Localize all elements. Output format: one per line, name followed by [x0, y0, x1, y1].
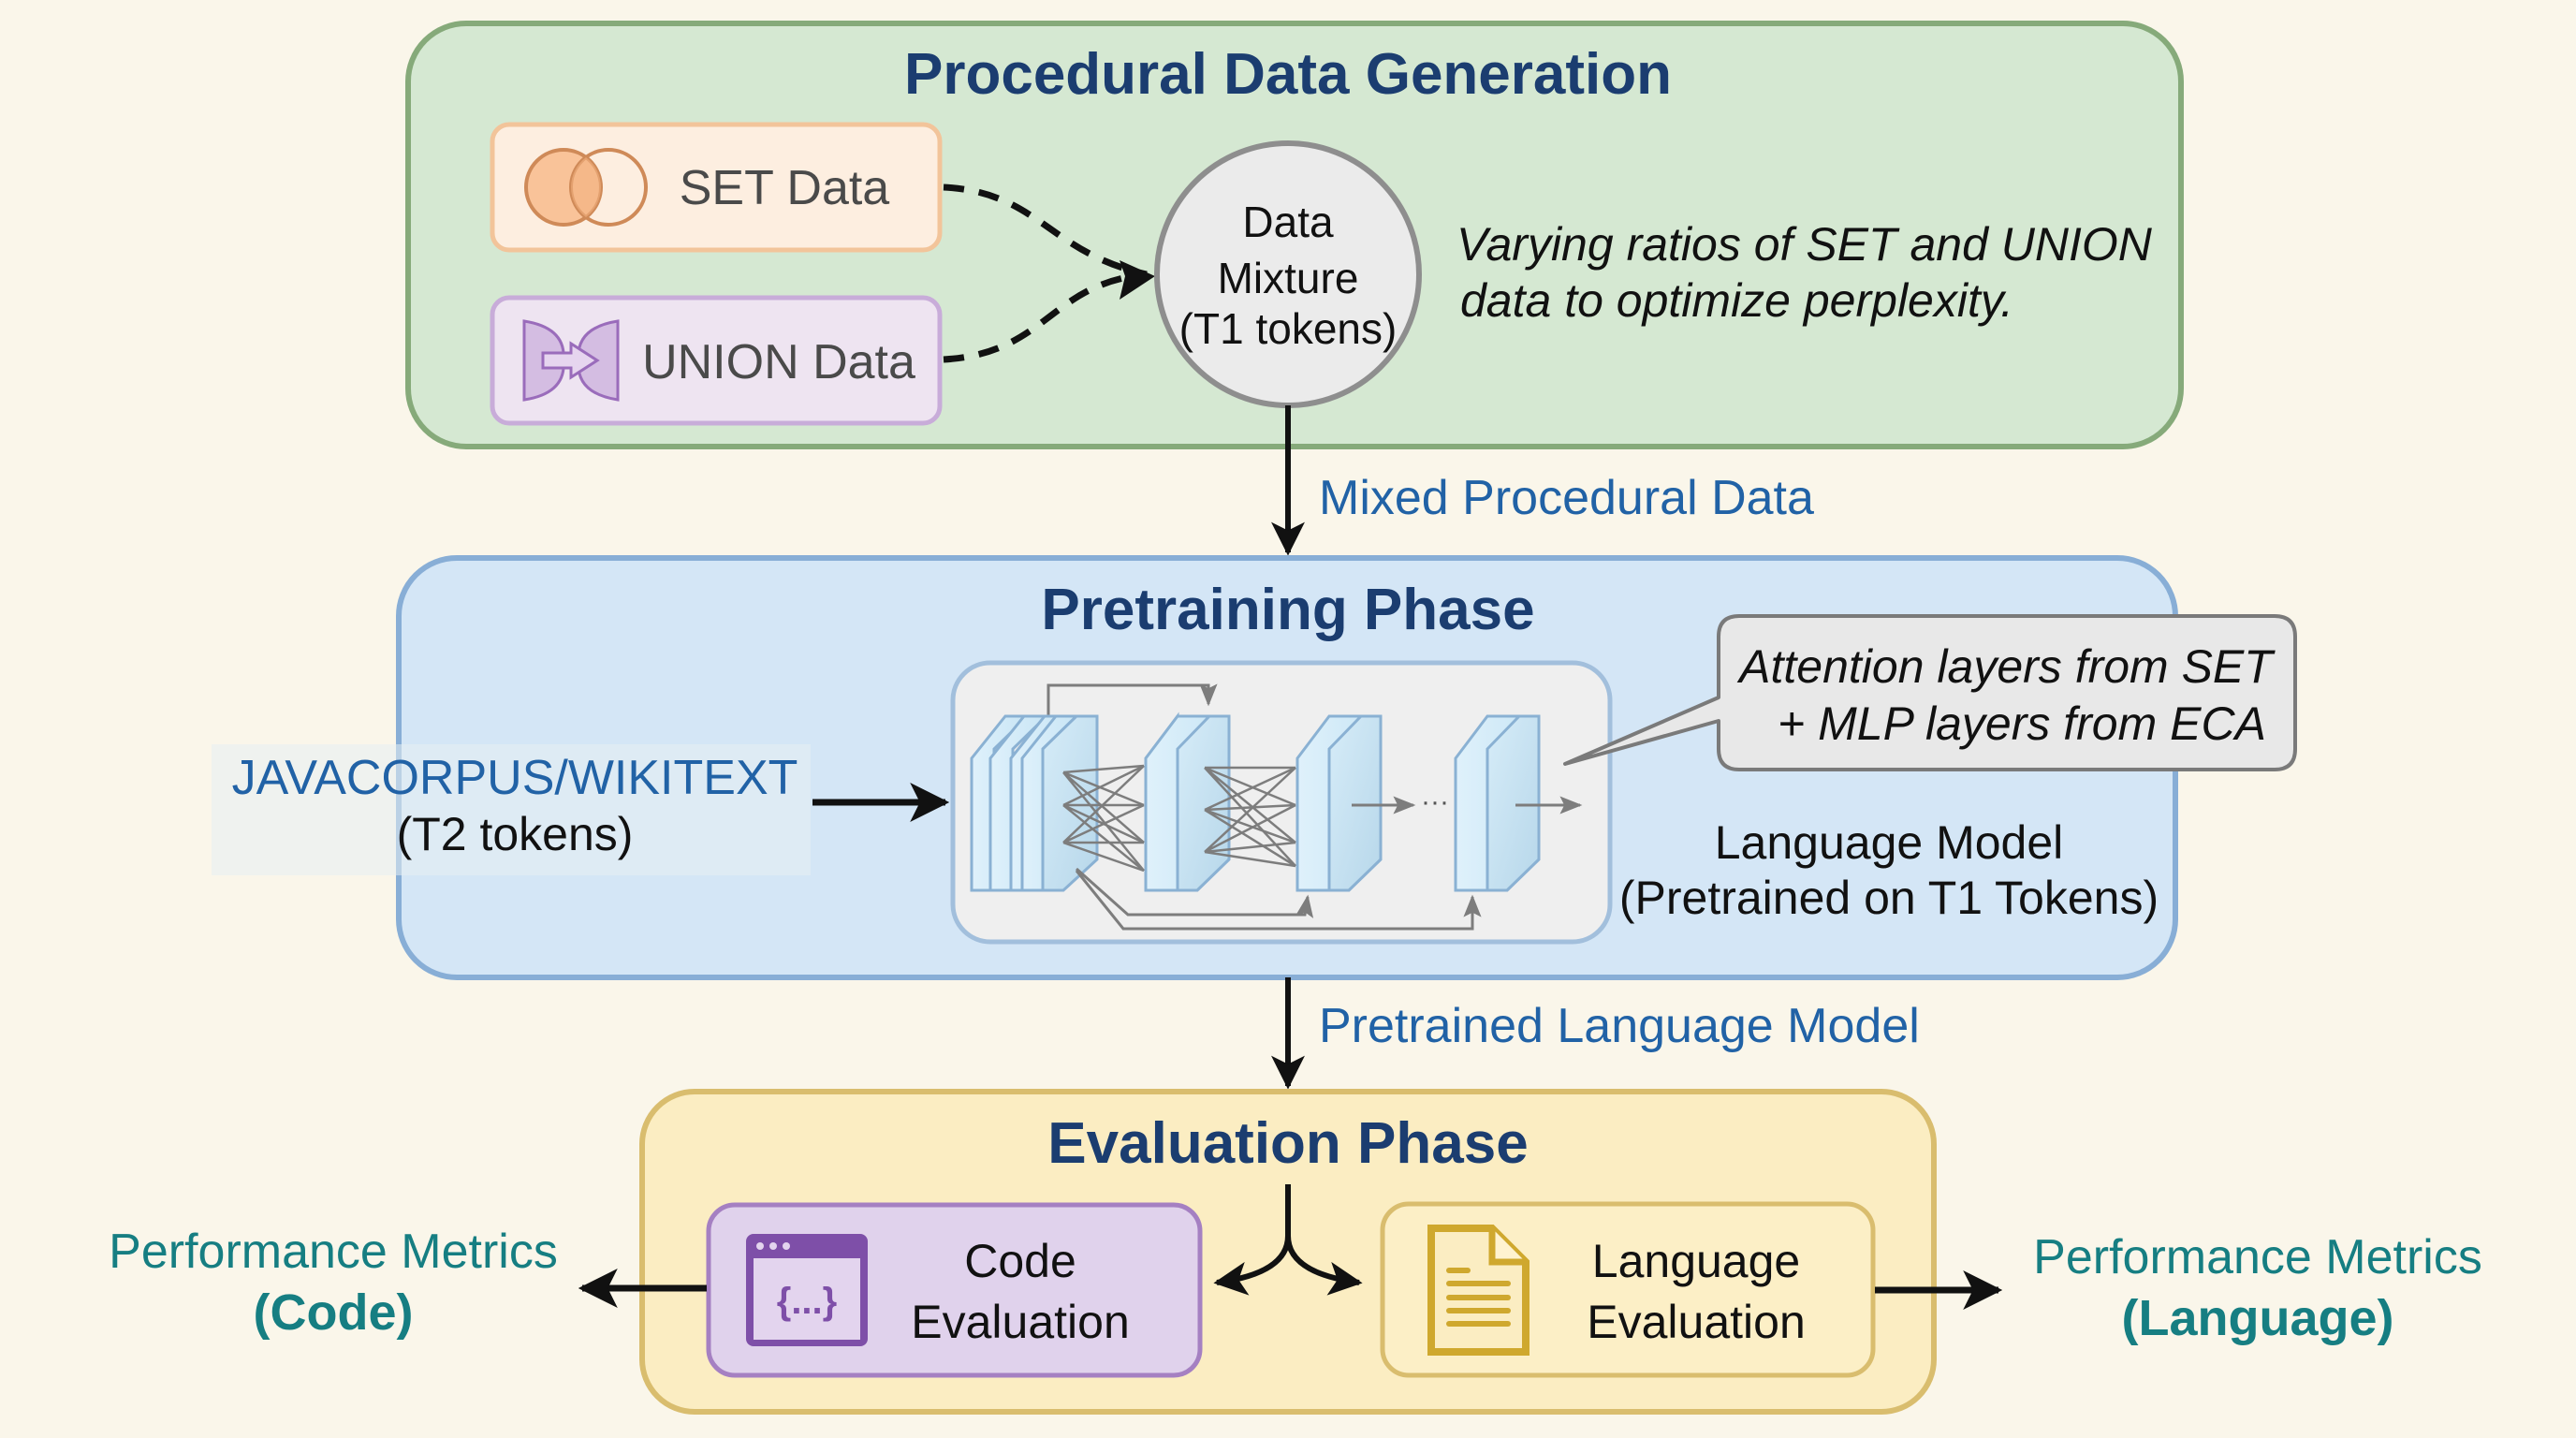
code-icon-glyph: {...} — [777, 1281, 837, 1322]
procedural-data-generation-section: Procedural Data Generation SET Data UNIO… — [405, 21, 2184, 449]
pretraining-section-title: Pretraining Phase — [1041, 578, 1534, 642]
data-mixture-node[interactable]: Data Mixture (T1 tokens) — [1154, 140, 1422, 408]
mixture-line-1: Data — [1242, 198, 1334, 246]
mixture-note-line-2: data to optimize perplexity. — [1460, 274, 2013, 327]
code-evaluation-line-1: Code — [964, 1235, 1076, 1287]
dense-connections-1 — [1062, 764, 1145, 873]
attention-mlp-callout: Attention layers from SET + MLP layers f… — [1563, 614, 2297, 771]
code-metrics-sublabel: (Code) — [254, 1284, 414, 1341]
layer-ellipsis: ··· — [1421, 786, 1449, 817]
input-corpus-label: JAVACORPUS/WIKITEXT — [232, 751, 798, 805]
skip-connection-top — [1046, 683, 1218, 716]
split-to-language-arrow — [1285, 1235, 1363, 1296]
code-evaluation-box[interactable]: {...} Code Evaluation — [706, 1202, 1203, 1378]
layer-3 — [1295, 714, 1383, 892]
mixture-line-2: Mixture — [1218, 254, 1359, 302]
procedural-section-title: Procedural Data Generation — [904, 42, 1672, 107]
skip-connection-bottom-1 — [1076, 867, 1314, 918]
set-data-label: SET Data — [680, 161, 890, 215]
callout-line-1: Attention layers from SET — [1736, 640, 2276, 693]
mixture-arrowhead — [1120, 260, 1155, 300]
code-evaluation-line-2: Evaluation — [911, 1296, 1130, 1348]
set-data-box[interactable]: SET Data — [490, 122, 943, 253]
dense-connections-2 — [1204, 766, 1296, 868]
language-evaluation-box[interactable]: Language Evaluation — [1380, 1201, 1876, 1378]
code-window-icon: {...} — [746, 1234, 868, 1346]
pretrained-language-model-label: Pretrained Language Model — [1319, 999, 1920, 1053]
language-model-sublabel: (Pretrained on T1 Tokens) — [1619, 872, 2159, 924]
language-model-box[interactable]: ··· — [950, 660, 1613, 945]
language-evaluation-line-1: Language — [1592, 1235, 1800, 1287]
evaluation-phase-section: Evaluation Phase {...} Code Evaluation — [578, 1089, 2003, 1415]
mixed-procedural-data-label: Mixed Procedural Data — [1319, 471, 1814, 525]
language-model-label: Language Model — [1715, 816, 2064, 869]
evaluation-section-title: Evaluation Phase — [1047, 1111, 1528, 1176]
venn-diagram-icon — [524, 148, 648, 227]
code-metrics-label: Performance Metrics — [109, 1225, 558, 1279]
document-icon — [1427, 1225, 1530, 1356]
mixture-note-line-1: Varying ratios of SET and UNION — [1456, 218, 2153, 271]
skip-connection-bottom-2 — [1075, 870, 1482, 931]
language-evaluation-line-2: Evaluation — [1587, 1296, 1806, 1348]
mixture-line-3: (T1 tokens) — [1179, 304, 1398, 353]
callout-line-2: + MLP layers from ECA — [1778, 697, 2266, 750]
union-merge-icon — [522, 319, 620, 402]
input-tokens-label: (T2 tokens) — [397, 808, 634, 860]
input-label-backdrop — [212, 744, 811, 875]
pretraining-phase-section: Pretraining Phase JAVACORPUS/WIKITEXT (T… — [212, 555, 2297, 980]
set-to-mixture-connector — [943, 183, 1148, 278]
language-metrics-sublabel: (Language) — [2122, 1290, 2394, 1346]
layer-stack-1 — [970, 714, 1099, 892]
union-data-box[interactable]: UNION Data — [490, 295, 943, 426]
layer-4 — [1454, 714, 1541, 892]
union-data-label: UNION Data — [642, 335, 915, 389]
language-metrics-label: Performance Metrics — [2033, 1230, 2482, 1284]
